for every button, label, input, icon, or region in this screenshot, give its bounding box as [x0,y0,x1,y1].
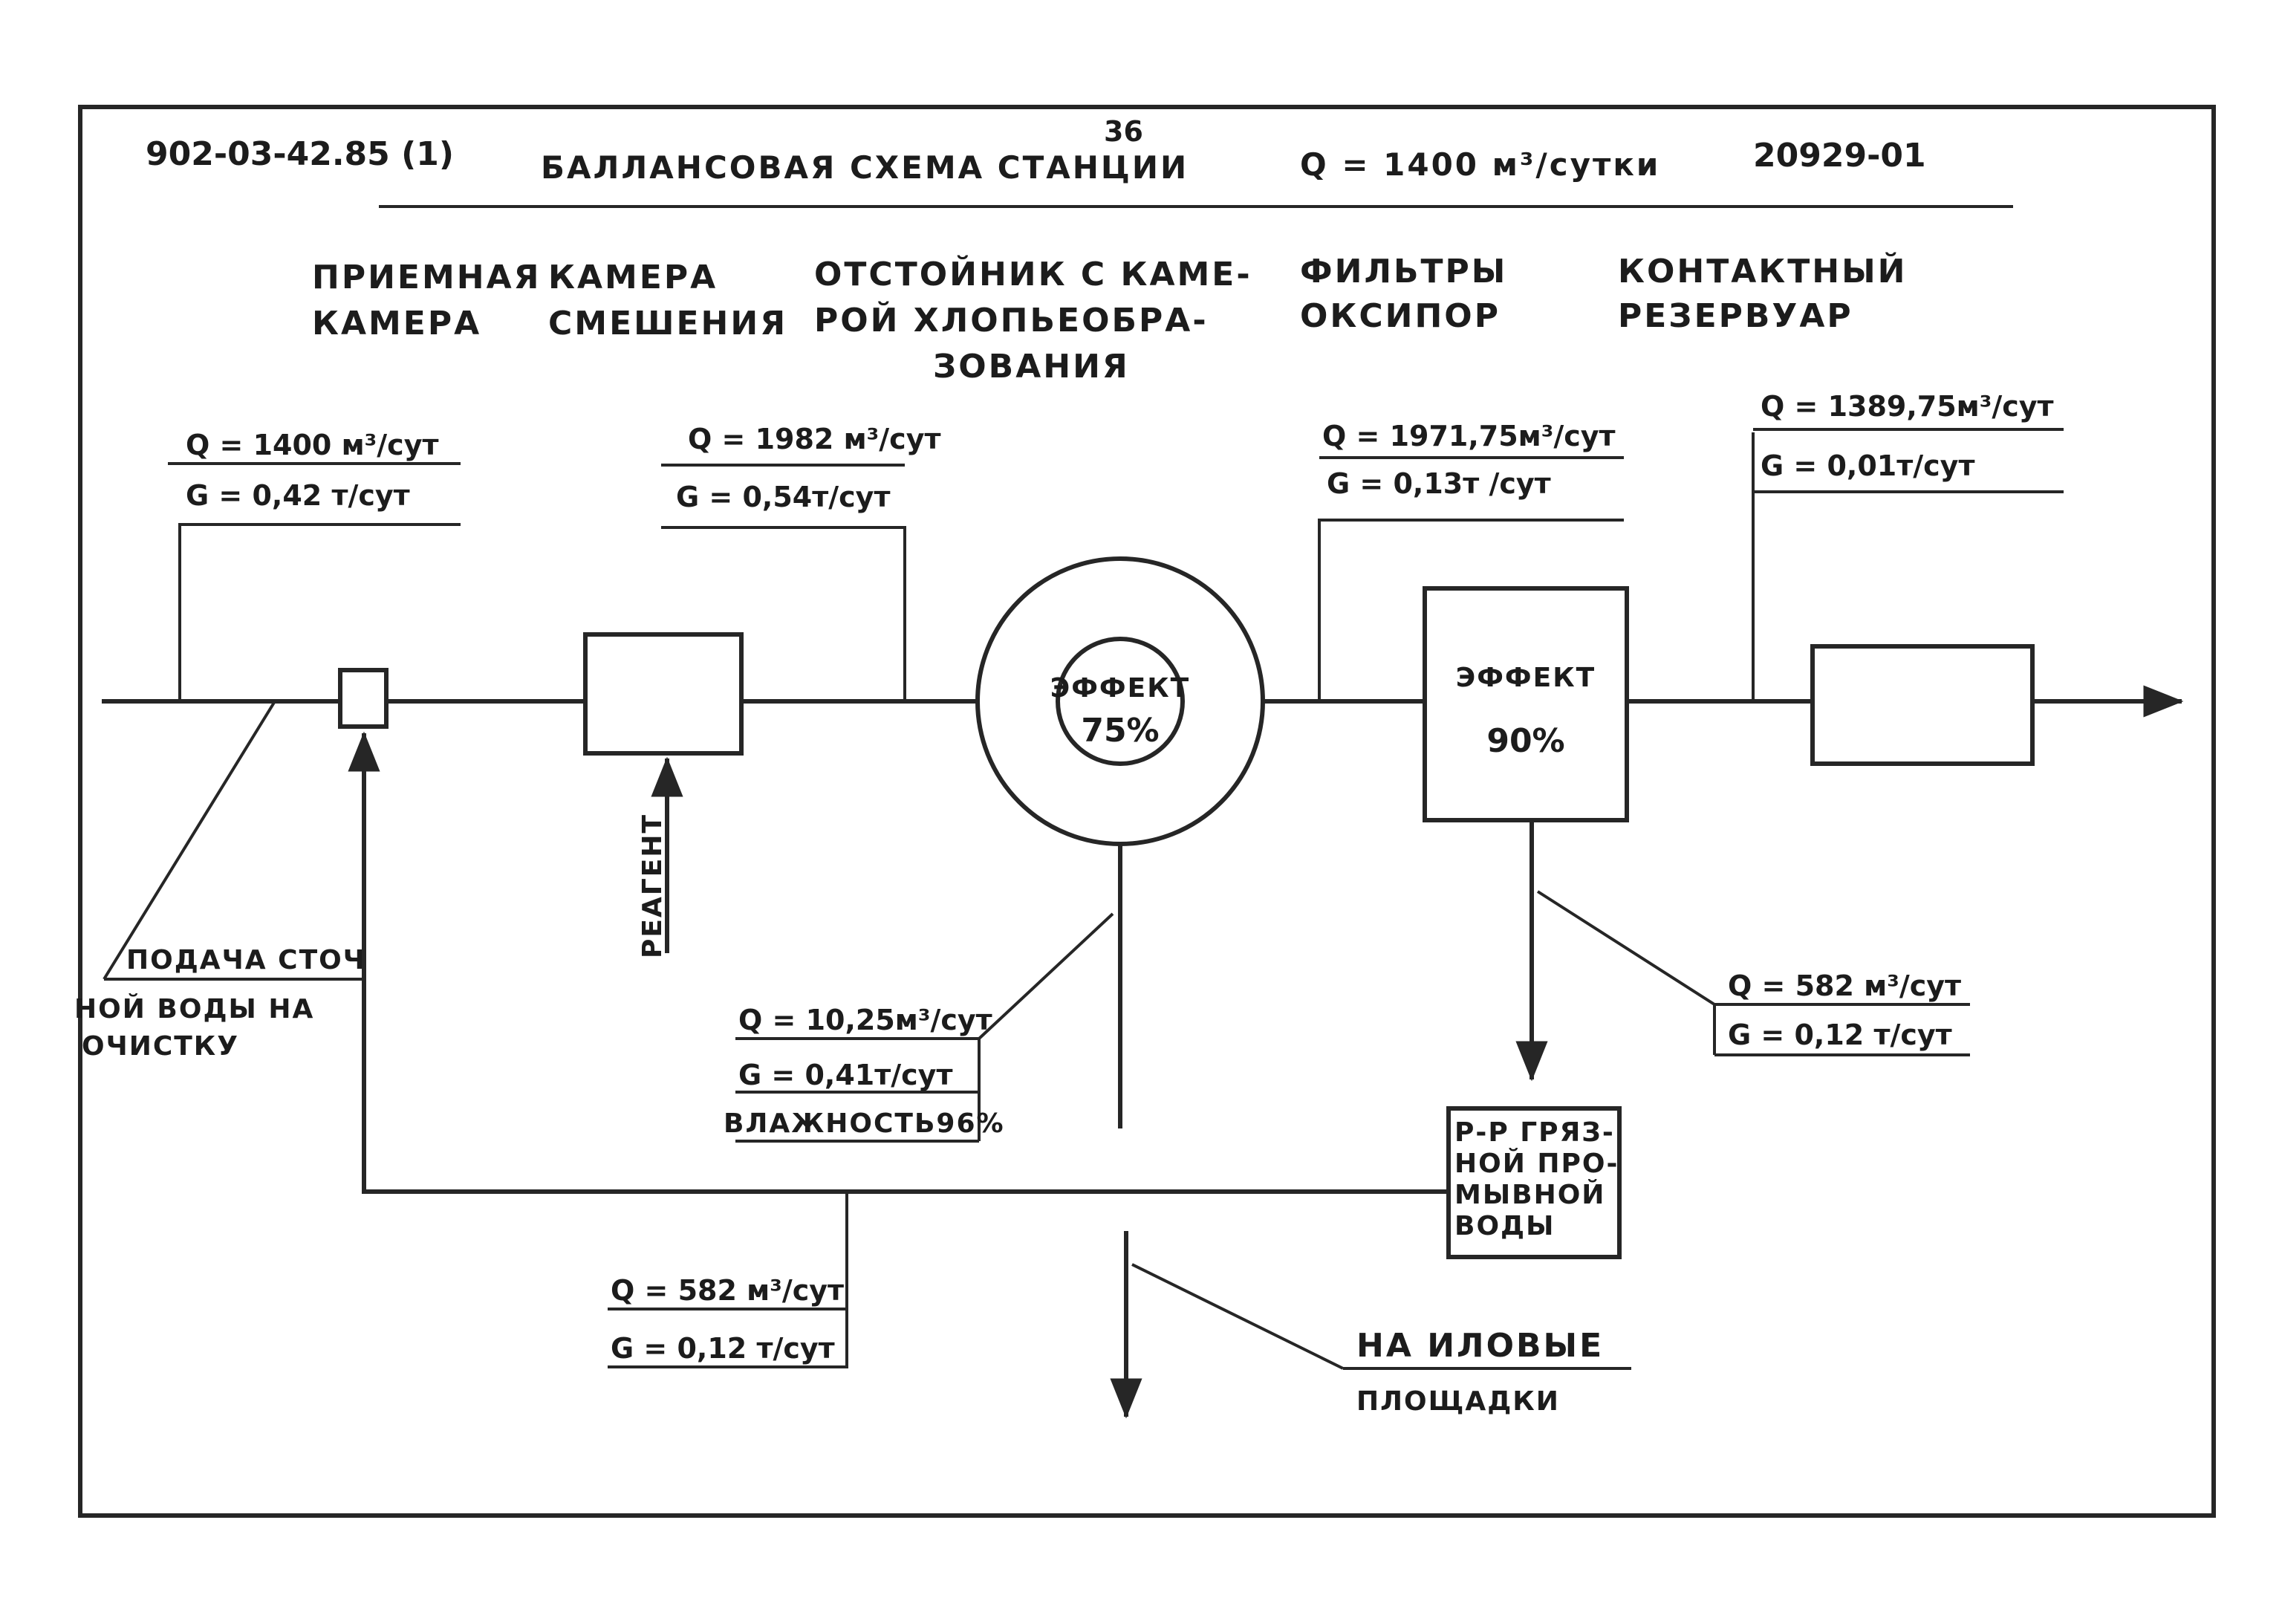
settler-outflow-callout: Q = 1971,75м³/сут G = 0,13т /сут [1318,420,1624,701]
svg-text:ОТСТОЙНИК С КАМЕ-: ОТСТОЙНИК С КАМЕ- [814,254,1252,293]
dirty-backwash-tank-box [1446,1106,1622,1259]
stage-settler: ОТСТОЙНИК С КАМЕ- РОЙ ХЛОПЬЕОБРА- ЗОВАНИ… [814,254,1252,386]
document-code: 902-03-42.85 (1) [146,135,454,173]
inlet-flow-callout: Q = 1400 м³/сут G = 0,42 т/сут [168,429,461,701]
recycle-flow-callout: Q = 582 м³/сут G = 0,12 т/сут [608,1192,848,1368]
svg-text:G = 0,41т/сут: G = 0,41т/сут [738,1059,952,1091]
svg-text:Q = 582 м³/сут: Q = 582 м³/сут [611,1274,844,1307]
svg-text:КОНТАКТНЫЙ: КОНТАКТНЫЙ [1618,251,1907,290]
sludge-line [1110,842,1142,1419]
svg-text:ОКСИПОР: ОКСИПОР [1300,297,1501,335]
svg-text:G = 0,12 т/сут: G = 0,12 т/сут [611,1332,835,1365]
svg-text:ЗОВАНИЯ: ЗОВАНИЯ [933,348,1130,386]
svg-text:СМЕШЕНИЯ: СМЕШЕНИЯ [548,305,787,342]
stage-mixing-chamber: КАМЕРА СМЕШЕНИЯ [548,259,787,342]
svg-text:G = 0,54т/сут: G = 0,54т/сут [676,481,890,513]
recycle-line [348,731,1452,1194]
svg-text:ЭФФЕКТ: ЭФФЕКТ [1456,663,1596,693]
svg-text:75%: 75% [1081,712,1159,750]
filters-effect: ЭФФЕКТ 90% [1456,663,1596,760]
svg-text:ФИЛЬТРЫ: ФИЛЬТРЫ [1300,253,1507,290]
svg-text:ВОДЫ: ВОДЫ [1454,1211,1555,1241]
page-frame [78,105,2216,1518]
scheme-title: БАЛЛАНСОВАЯ СХЕМА СТАНЦИИ [541,149,1189,186]
svg-text:G = 0,01т/сут: G = 0,01т/сут [1761,449,1974,482]
outlet-flow-callout: Q = 1389,75м³/сут G = 0,01т/сут [1752,390,2064,701]
mixing-chamber-box [583,632,744,756]
svg-text:G = 0,13т /сут: G = 0,13т /сут [1327,467,1551,500]
svg-text:Q = 1982 м³/сут: Q = 1982 м³/сут [688,423,941,455]
svg-text:ПРИЕМНАЯ: ПРИЕМНАЯ [312,259,542,296]
contact-reservoir-box [1810,644,2035,766]
stage-contact-reservoir: КОНТАКТНЫЙ РЕЗЕРВУАР [1618,251,1907,335]
inlet-note: ПОДАЧА СТОЧ НОЙ ВОДЫ НА ОЧИСТКУ [74,700,366,1062]
svg-text:G = 0,42 т/сут: G = 0,42 т/сут [186,479,410,512]
svg-text:Q = 10,25м³/сут: Q = 10,25м³/сут [738,1004,992,1036]
svg-text:ЭФФЕКТ: ЭФФЕКТ [1050,673,1190,704]
svg-text:КАМЕРА: КАМЕРА [548,259,718,296]
svg-text:Q = 1971,75м³/сут: Q = 1971,75м³/сут [1322,420,1616,452]
svg-text:КАМЕРА: КАМЕРА [312,305,481,342]
svg-text:НОЙ ПРО-: НОЙ ПРО- [1454,1148,1619,1179]
svg-text:ОЧИСТКУ: ОЧИСТКУ [82,1031,239,1062]
svg-text:РОЙ ХЛОПЬЕОБРА-: РОЙ ХЛОПЬЕОБРА- [814,300,1209,340]
page-number: 36 [1104,115,1143,148]
svg-text:МЫВНОЙ: МЫВНОЙ [1454,1179,1605,1210]
sheet-code: 20929-01 [1753,137,1926,175]
stage-receiving-chamber: ПРИЕМНАЯ КАМЕРА [312,259,542,342]
sludge-flow-callout: Q = 10,25м³/сут G = 0,41т/сут ВЛАЖНОСТЬ9… [724,912,1114,1143]
svg-text:Q = 582 м³/сут: Q = 582 м³/сут [1728,969,1961,1002]
settler-effect: ЭФФЕКТ 75% [1050,673,1190,750]
mixing-flow-callout: Q = 1982 м³/сут G = 0,54т/сут [661,423,941,701]
svg-text:НА ИЛОВЫЕ: НА ИЛОВЫЕ [1356,1327,1604,1365]
svg-text:ПЛОЩАДКИ: ПЛОЩАДКИ [1356,1386,1560,1417]
svg-text:РЕАГЕНТ: РЕАГЕНТ [637,813,668,958]
backwash-flow-callout: Q = 582 м³/сут G = 0,12 т/сут [1536,890,1970,1056]
svg-text:ВЛАЖНОСТЬ96%: ВЛАЖНОСТЬ96% [724,1108,1005,1139]
filters-box [1423,586,1629,822]
settler-inner-circle [1056,637,1185,766]
svg-text:НОЙ ВОДЫ НА: НОЙ ВОДЫ НА [74,993,314,1024]
stage-filters: ФИЛЬТРЫ ОКСИПОР [1300,253,1507,335]
svg-text:РЕЗЕРВУАР: РЕЗЕРВУАР [1618,297,1853,335]
svg-text:Q = 1400 м³/сут: Q = 1400 м³/сут [186,429,439,461]
station-capacity: Q = 1400 м³/сутки [1300,146,1660,183]
svg-text:Q = 1389,75м³/сут: Q = 1389,75м³/сут [1761,390,2054,423]
reagent-input: РЕАГЕНТ [637,756,683,958]
dirty-backwash-tank-label: Р-Р ГРЯЗ- НОЙ ПРО- МЫВНОЙ ВОДЫ [1454,1117,1619,1241]
svg-text:Р-Р ГРЯЗ-: Р-Р ГРЯЗ- [1454,1117,1615,1148]
svg-text:G = 0,12 т/сут: G = 0,12 т/сут [1728,1019,1952,1051]
sludge-beds-note: НА ИЛОВЫЕ ПЛОЩАДКИ [1131,1263,1631,1417]
receiving-chamber-box [338,668,389,729]
svg-text:90%: 90% [1486,722,1564,760]
svg-text:ПОДАЧА СТОЧ: ПОДАЧА СТОЧ [126,945,366,975]
